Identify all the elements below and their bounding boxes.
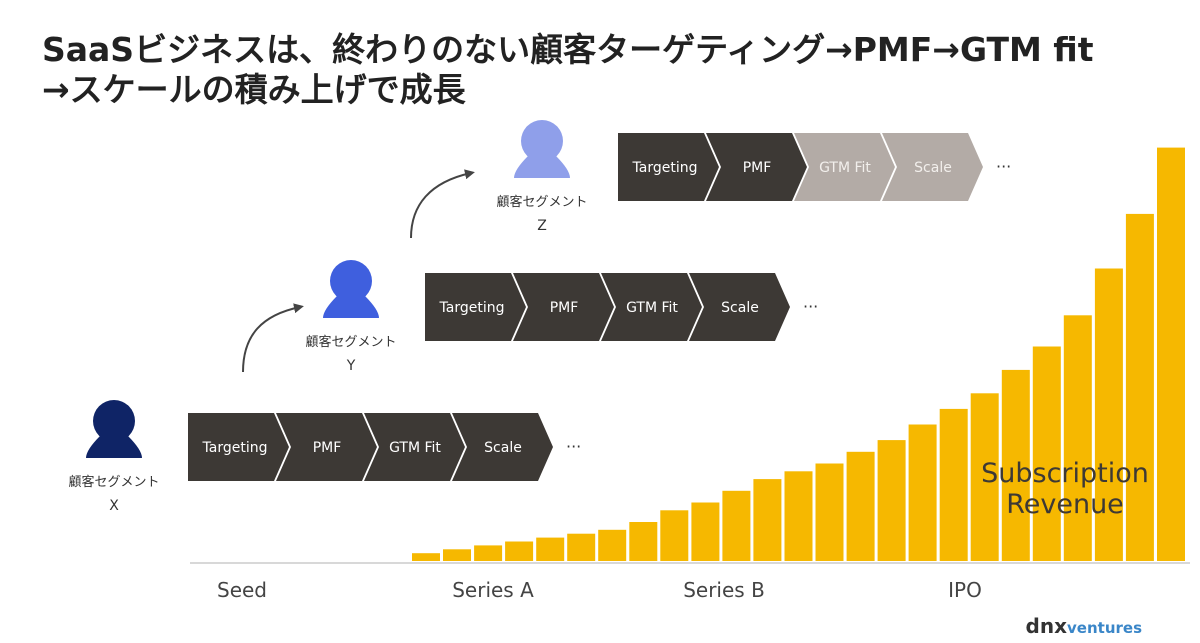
revenue-bar [1063,315,1092,561]
revenue-bar [784,471,813,561]
step-label: Targeting [202,440,268,456]
revenue-bar [877,440,906,561]
revenue-bar [970,393,999,561]
revenue-bar [691,502,720,561]
revenue-bar [753,479,782,561]
step-label: Targeting [632,160,698,176]
revenue-bar [1094,268,1123,561]
brand-logo: dnxventures [1026,614,1142,638]
revenue-bar [1125,213,1154,561]
segment-row: 顧客セグメント X Targeting PMF GTM Fit Scale ··· [68,400,581,514]
step-chevron [276,413,377,481]
person-body [514,156,570,178]
revenue-bar [412,553,440,561]
revenue-bar [939,408,968,561]
title-line-2: →スケールの積み上げで成長 [42,70,466,109]
step-label: GTM Fit [626,300,678,316]
revenue-bar [1157,147,1185,561]
segment-arrows [242,169,475,373]
revenue-bar [815,463,844,561]
step-label: GTM Fit [819,160,871,176]
continuation-ellipsis: ··· [803,297,818,316]
revenue-bar [536,537,565,561]
revenue-bar [505,541,534,561]
funding-stage-labels: Seed Series A Series B IPO [217,578,982,602]
step-chevron [882,133,983,201]
brand-name-bold: dnx [1025,614,1068,638]
revenue-bar [567,533,596,561]
step-chevron [706,133,807,201]
revenue-bar [598,529,627,561]
person-head [521,120,563,162]
segment-label: 顧客セグメント [305,334,396,350]
revenue-bar [629,522,658,561]
segment-letter: Y [346,358,356,374]
segment-arrow [242,303,304,373]
segment-row: 顧客セグメント Z Targeting PMF GTM Fit Scale ··· [496,120,1011,234]
person-head [330,260,372,302]
step-label: Targeting [439,300,505,316]
revenue-bars [412,147,1185,561]
segment-label: 顧客セグメント [68,474,159,490]
step-chevron [513,273,614,341]
step-label: PMF [743,160,772,176]
revenue-bar [846,451,875,561]
person-body [323,296,379,318]
step-chevron [188,413,289,481]
title-line-1: SaaSビジネスは、終わりのない顧客ターゲティング→PMF→GTM fit [42,30,1094,69]
revenue-bar [443,549,471,561]
step-chevron [452,413,553,481]
step-label: PMF [313,440,342,456]
stage-label: IPO [948,578,982,602]
revenue-bar [908,424,937,561]
step-chevron [364,413,465,481]
revenue-bar [1032,346,1061,561]
series-label-line-2: Revenue [1006,489,1124,520]
segment-label: 顧客セグメント [496,194,587,210]
brand-name-light: ventures [1067,619,1142,637]
page-title: SaaSビジネスは、終わりのない顧客ターゲティング→PMF→GTM fit →ス… [42,30,1172,110]
step-chevron [425,273,526,341]
step-chevron [794,133,895,201]
step-chevron [689,273,790,341]
customer-icon [323,260,379,318]
continuation-ellipsis: ··· [996,157,1011,176]
continuation-ellipsis: ··· [566,437,581,456]
segment-letter: X [109,498,119,514]
customer-icon [86,400,142,458]
segment-row: 顧客セグメント Y Targeting PMF GTM Fit Scale ··· [305,260,818,374]
customer-icon [514,120,570,178]
segment-letter: Z [537,218,547,234]
step-label: Scale [484,440,522,456]
revenue-bar [1001,369,1030,561]
stage-label: Series B [683,578,765,602]
step-label: GTM Fit [389,440,441,456]
stage-label: Seed [217,578,267,602]
step-chevron [618,133,719,201]
step-label: Scale [721,300,759,316]
revenue-bar [660,510,689,561]
person-body [86,436,142,458]
revenue-bar [474,545,503,561]
step-chevron [601,273,702,341]
person-head [93,400,135,442]
stage-label: Series A [452,578,534,602]
step-label: Scale [914,160,952,176]
step-label: PMF [550,300,579,316]
series-label-line-1: Subscription [981,458,1149,489]
revenue-bar [722,490,751,561]
segment-arrow [410,169,475,239]
